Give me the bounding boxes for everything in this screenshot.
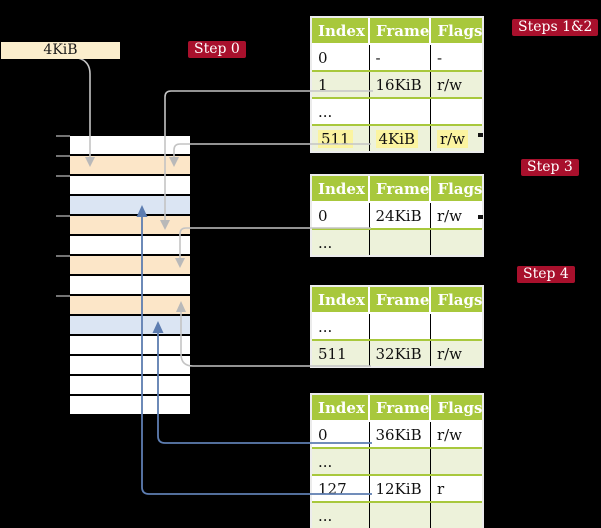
table-cell [368, 228, 431, 255]
column-header-index: Index [312, 176, 369, 203]
highlighted-value: 4KiB [375, 129, 419, 148]
cr3-frame-box: 4KiB [1, 42, 120, 59]
table-cell: 0 [312, 421, 369, 448]
table-cell [429, 501, 483, 528]
column-header-flags: Flags [429, 395, 483, 422]
table-cell: 511 [312, 124, 369, 151]
table-cell [429, 228, 483, 255]
table-cell: - [429, 44, 483, 71]
table-cell [368, 501, 431, 528]
highlighted-value: r/w [436, 129, 469, 148]
column-header-frame: Frame [367, 287, 431, 314]
table-cell: 16KiB [368, 70, 431, 98]
memory-frame-free [70, 396, 190, 414]
table-cell: r/w [429, 70, 483, 98]
table-cell: 511 [312, 339, 369, 366]
table-cell: r/w [429, 421, 483, 448]
table-cell: 1 [312, 70, 369, 98]
table-cell [429, 447, 483, 475]
table-cell: 12KiB [368, 474, 431, 502]
table-cell [429, 97, 483, 125]
address-tick-marks [56, 135, 70, 297]
table-cell [368, 447, 431, 475]
column-header-frame: Frame [367, 18, 431, 45]
memory-frame-pagetable [70, 256, 190, 274]
physical-memory-stack [70, 136, 190, 416]
table-cell: 127 [312, 474, 369, 502]
column-header-flags: Flags [429, 18, 483, 45]
memory-frame-free [70, 356, 190, 374]
table-cell: ... [312, 313, 369, 340]
badge-steps-1-2: Steps 1&2 [512, 19, 599, 36]
badge-step-0: Step 0 [188, 41, 246, 58]
memory-frame-free [70, 376, 190, 394]
table-row: ... [312, 501, 483, 528]
table-row: ... [312, 313, 483, 340]
badge-step-4: Step 4 [517, 266, 575, 283]
table-cell: 36KiB [368, 421, 431, 448]
highlighted-value: 511 [318, 129, 353, 148]
memory-frame-datapage [70, 316, 190, 334]
badge-step-3: Step 3 [521, 159, 579, 176]
table-cell: ... [312, 97, 369, 125]
table-row: ... [312, 447, 483, 475]
table-cell [429, 313, 483, 340]
memory-frame-free [70, 336, 190, 354]
table-cell: r [429, 474, 483, 502]
table-cell [368, 313, 431, 340]
table-row: ... [312, 228, 483, 255]
column-header-flags: Flags [429, 287, 483, 314]
table-cell: r/w [429, 124, 483, 151]
table-cell: r/w [429, 339, 483, 366]
table-cell: r/w [429, 202, 483, 229]
memory-frame-free [70, 136, 190, 154]
column-header-frame: Frame [367, 176, 431, 203]
memory-frame-pagetable [70, 216, 190, 234]
memory-frame-datapage [70, 196, 190, 214]
memory-frame-pagetable [70, 156, 190, 174]
table-cell [368, 97, 431, 125]
table-cell: - [368, 44, 431, 71]
table-cell: ... [312, 447, 369, 475]
memory-frame-free [70, 176, 190, 194]
memory-frame-free [70, 276, 190, 294]
table-cell: 0 [312, 44, 369, 71]
column-header-index: Index [312, 287, 369, 314]
memory-frame-free [70, 236, 190, 254]
table-cell: 24KiB [368, 202, 431, 229]
column-header-frame: Frame [367, 395, 431, 422]
memory-frame-pagetable [70, 296, 190, 314]
column-header-flags: Flags [429, 176, 483, 203]
table-row: ... [312, 97, 483, 125]
table-cell: 32KiB [368, 339, 431, 366]
table-cell: 4KiB [368, 124, 431, 151]
table-row: 0-- [312, 44, 483, 71]
column-header-index: Index [312, 395, 369, 422]
table-row: 511 4KiB r/w [312, 124, 483, 151]
table-cell: ... [312, 228, 369, 255]
table-cell: ... [312, 501, 369, 528]
table-cell: 0 [312, 202, 369, 229]
column-header-index: Index [312, 18, 369, 45]
